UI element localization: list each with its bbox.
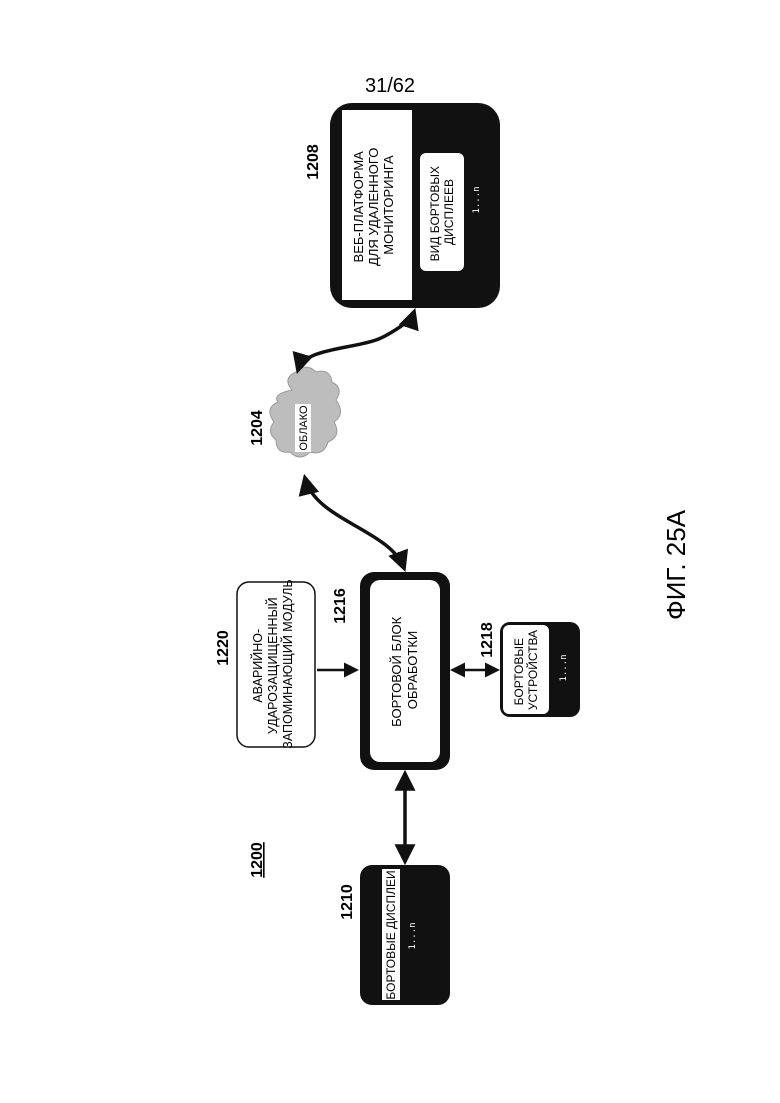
onboard-devices-label: БОРТОВЫЕ УСТРОЙСТВА [512,630,540,710]
web-platform-label: ВЕБ-ПЛАТФОРМА ДЛЯ УДАЛЕННОГО МОНИТОРИНГА [351,144,396,266]
figure-ref: 1200 [249,842,266,878]
onboard-displays-node: БОРТОВЫЕ ДИСПЛЕИ 1...n [360,865,450,1005]
crash-memory-node: АВАРИЙНО- УДАРОЗАЩИЩЕННЫЙ ЗАПОМИНАЮЩИЙ М… [237,579,315,748]
cloud-node: ОБЛАКО [270,367,341,457]
figure-caption: ФИГ. 25А [661,509,691,620]
onboard-devices-ref: 1218 [479,622,496,658]
cloud-label: ОБЛАКО [298,405,310,451]
onboard-displays-range: 1...n [408,922,418,949]
connector-cloud-processing [305,478,404,568]
web-platform-ref: 1208 [305,144,322,180]
onboard-displays-frame [360,865,450,1005]
onboard-processing-node: БОРТОВОЙ БЛОК ОБРАБОТКИ [360,572,450,770]
page-number: 31/62 [365,75,415,97]
onboard-displays-label: БОРТОВЫЕ ДИСПЛЕИ [384,870,398,999]
onboard-displays-ref: 1210 [339,884,356,920]
web-platform-node: ВЕБ-ПЛАТФОРМА ДЛЯ УДАЛЕННОГО МОНИТОРИНГА… [330,103,500,308]
cloud-ref: 1204 [249,410,266,446]
connector-platform-cloud [298,312,414,370]
web-platform-range: 1...n [472,186,482,213]
crash-memory-ref: 1220 [215,630,232,666]
onboard-processing-ref: 1216 [332,588,349,624]
onboard-devices-range: 1...n [559,654,569,681]
onboard-devices-node: БОРТОВЫЕ УСТРОЙСТВА 1...n [500,622,580,717]
